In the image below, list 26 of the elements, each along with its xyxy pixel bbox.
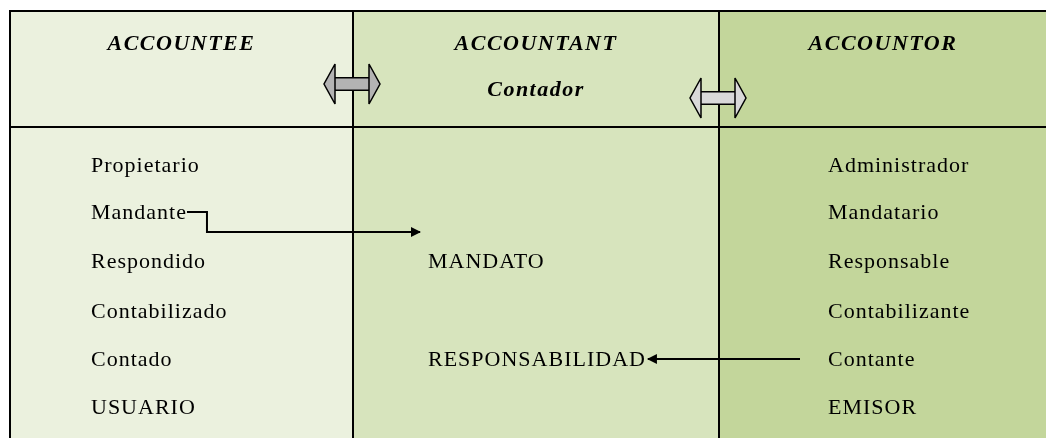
- table-cell: [9, 128, 352, 438]
- table-cell: [718, 128, 1046, 438]
- header-cell: [9, 12, 352, 128]
- term-text: Administrador: [828, 152, 970, 178]
- term-text: Contante: [828, 346, 916, 372]
- term-text: Contado: [91, 346, 173, 372]
- arrow: [185, 211, 421, 237]
- term-text: Propietario: [91, 152, 200, 178]
- header-text: ACCOUNTOR: [808, 30, 958, 56]
- header-text: Contador: [487, 76, 585, 102]
- table-cell: [352, 128, 718, 438]
- term-text: Mandatario: [828, 199, 940, 225]
- term-text: Contabilizado: [91, 298, 228, 324]
- header-cell: [718, 12, 1046, 128]
- header-text: ACCOUNTANT: [454, 30, 618, 56]
- term-text: RESPONSABILIDAD: [428, 346, 646, 372]
- header-text: ACCOUNTEE: [107, 30, 256, 56]
- arrow: [646, 354, 801, 364]
- term-text: EMISOR: [828, 394, 918, 420]
- term-text: Responsable: [828, 248, 951, 274]
- term-text: Respondido: [91, 248, 207, 274]
- term-text: USUARIO: [91, 394, 196, 420]
- term-text: Mandante: [91, 199, 187, 225]
- term-text: Contabilizante: [828, 298, 971, 324]
- header-cell: [352, 12, 718, 128]
- term-text: MANDATO: [428, 248, 545, 274]
